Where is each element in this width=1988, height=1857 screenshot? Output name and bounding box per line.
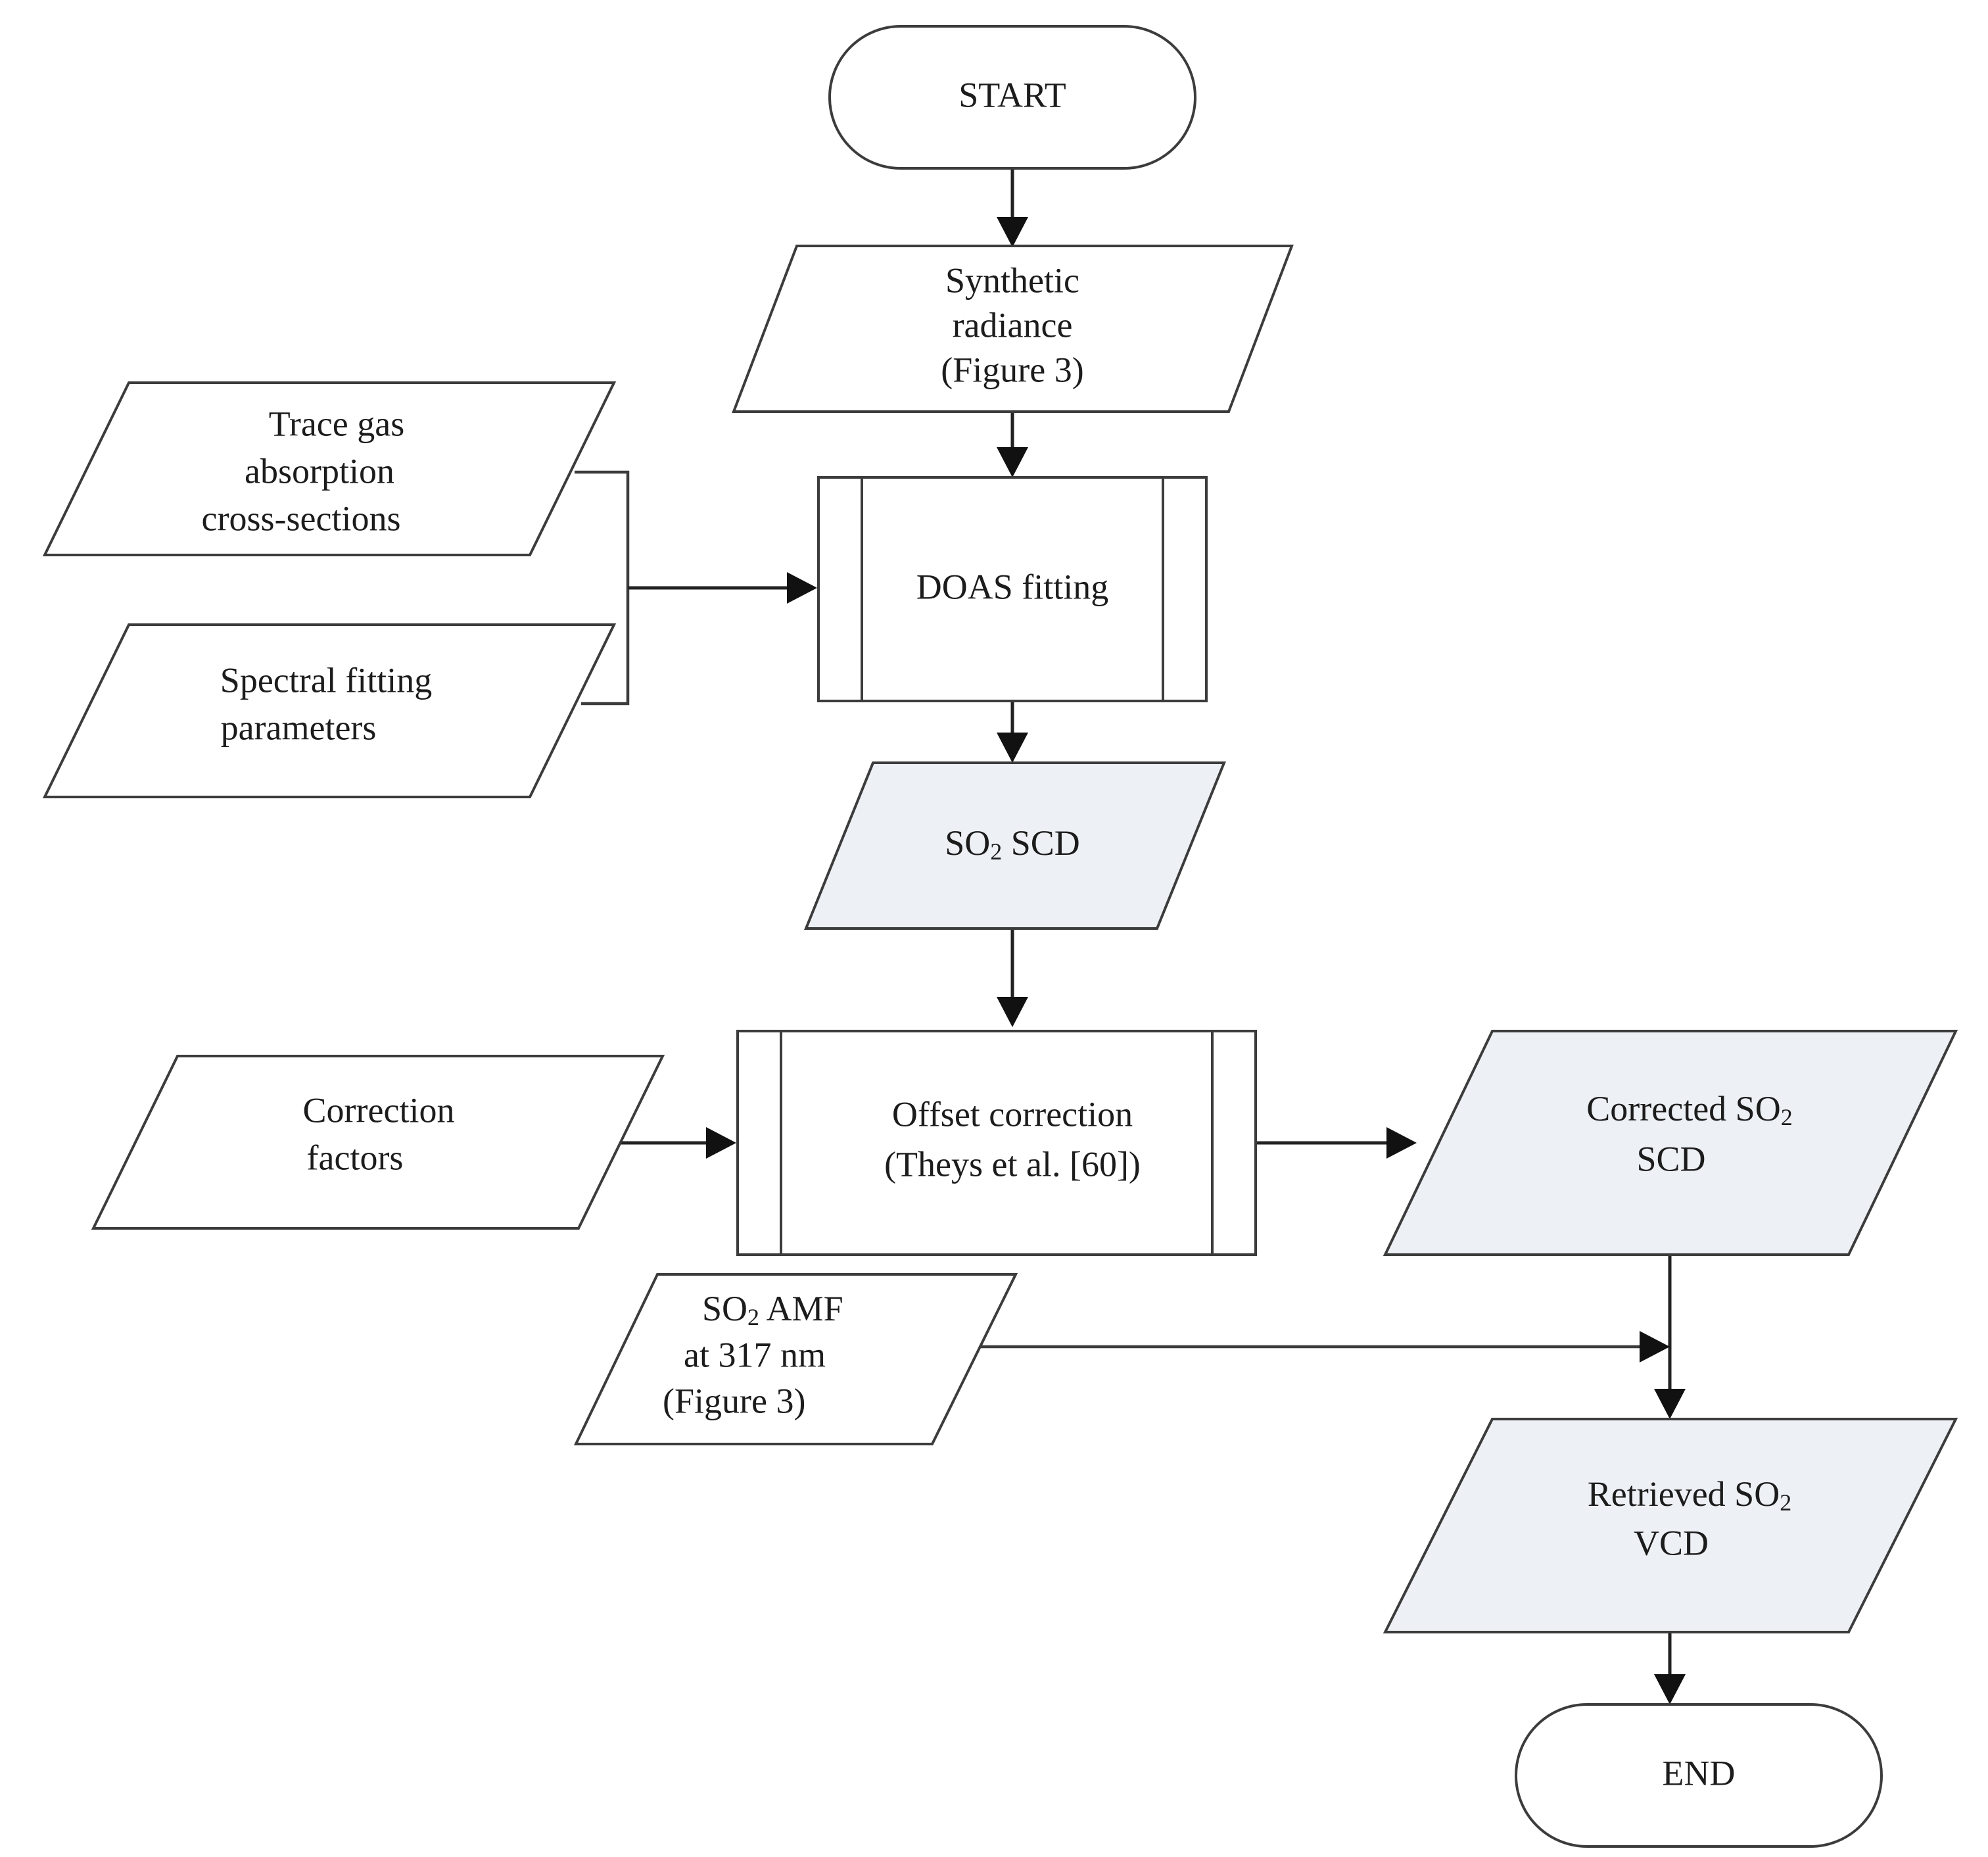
so2-scd-label-sub: 2 xyxy=(990,838,1002,865)
doas-fitting-shape xyxy=(817,476,1208,702)
offset-correction-shape xyxy=(736,1030,1257,1256)
end-label: END xyxy=(1663,1753,1736,1793)
so2-scd-label-rest: SCD xyxy=(1002,823,1080,863)
node-so2-amf[interactable]: SO2 AMF at 317 nm (Figure 3) xyxy=(573,1273,1018,1445)
retrieved-so2-vcd-line1-sub: 2 xyxy=(1780,1489,1791,1516)
node-offset-correction[interactable]: Offset correction (Theys et al. [60]) xyxy=(736,1030,1257,1256)
synthetic-radiance-line3: (Figure 3) xyxy=(941,350,1083,389)
edge-offset-correction-to-corrected-so2-scd xyxy=(1256,1127,1417,1159)
trace-gas-line1: Trace gas xyxy=(269,404,404,443)
node-synthetic-radiance[interactable]: Synthetic radiance (Figure 3) xyxy=(732,245,1294,413)
edge-retrieved-so2-vcd-to-end xyxy=(1654,1632,1686,1704)
node-correction-factors[interactable]: Correction factors xyxy=(91,1055,665,1230)
retrieved-so2-vcd-line1: Retrieved SO2 xyxy=(1588,1474,1791,1516)
correction-factors-shape xyxy=(91,1055,665,1230)
start-shape xyxy=(828,25,1196,170)
correction-factors-line1: Correction xyxy=(303,1090,455,1130)
corrected-so2-scd-line1-main: Corrected SO xyxy=(1586,1089,1780,1128)
edge-correction-factors-to-offset-correction xyxy=(615,1127,736,1159)
so2-amf-line1-rest: AMF xyxy=(759,1289,843,1328)
edge-so2-amf-to-join xyxy=(972,1331,1670,1363)
synthetic-radiance-line1: Synthetic xyxy=(945,260,1079,300)
so2-scd-label-main: SO xyxy=(945,823,990,863)
retrieved-so2-vcd-shape xyxy=(1383,1418,1958,1633)
node-so2-scd[interactable]: SO2 SCD xyxy=(804,761,1226,930)
edge-so2-scd-to-offset-correction xyxy=(997,928,1028,1027)
so2-amf-line3: (Figure 3) xyxy=(663,1381,805,1420)
corrected-so2-scd-line2: SCD xyxy=(1636,1139,1705,1178)
synthetic-radiance-line2: radiance xyxy=(953,305,1073,345)
node-start[interactable]: START xyxy=(828,25,1196,170)
start-label: START xyxy=(958,75,1066,114)
corrected-so2-scd-line1-sub: 2 xyxy=(1781,1104,1793,1130)
so2-amf-line1-sub: 2 xyxy=(747,1304,759,1330)
edge-corrected-so2-scd-vertical xyxy=(1654,1255,1686,1419)
offset-correction-line2: (Theys et al. [60]) xyxy=(884,1144,1141,1184)
node-end[interactable]: END xyxy=(1515,1703,1883,1848)
corrected-so2-scd-line1: Corrected SO2 xyxy=(1586,1089,1792,1130)
so2-scd-shape xyxy=(804,761,1226,930)
spectral-fitting-line1: Spectral fitting xyxy=(220,660,432,700)
correction-factors-line2: factors xyxy=(307,1138,404,1177)
edge-inputs-bracket-merge-to-doas-fitting xyxy=(575,470,817,706)
spectral-fitting-line2: parameters xyxy=(221,708,377,747)
trace-gas-line3: cross-sections xyxy=(202,498,401,538)
edge-synthetic-radiance-to-doas-fitting xyxy=(997,412,1028,477)
retrieved-so2-vcd-line2: VCD xyxy=(1634,1523,1709,1562)
edge-start-to-synthetic-radiance xyxy=(997,168,1028,247)
synthetic-radiance-shape xyxy=(732,245,1294,413)
end-shape xyxy=(1515,1703,1883,1848)
doas-fitting-label: DOAS fitting xyxy=(916,567,1109,606)
retrieved-so2-vcd-line1-main: Retrieved SO xyxy=(1588,1474,1780,1514)
so2-amf-line1-main: SO xyxy=(702,1289,747,1328)
node-trace-gas-cross-sections[interactable]: Trace gas absorption cross-sections xyxy=(42,381,617,556)
node-spectral-fitting-parameters[interactable]: Spectral fitting parameters xyxy=(42,623,617,798)
offset-correction-line1: Offset correction xyxy=(892,1094,1133,1134)
node-retrieved-so2-vcd[interactable]: Retrieved SO2 VCD xyxy=(1383,1418,1958,1633)
spectral-fitting-parameters-shape xyxy=(42,623,617,798)
so2-scd-label: SO2 SCD xyxy=(945,823,1080,865)
node-corrected-so2-scd[interactable]: Corrected SO2 SCD xyxy=(1383,1030,1958,1256)
so2-amf-line2: at 317 nm xyxy=(684,1335,826,1374)
trace-gas-line2: absorption xyxy=(245,451,394,491)
edge-doas-fitting-to-so2-scd xyxy=(997,701,1028,763)
corrected-so2-scd-shape xyxy=(1383,1030,1958,1256)
trace-gas-cross-sections-shape xyxy=(42,381,617,556)
so2-amf-line1: SO2 AMF xyxy=(702,1289,843,1330)
so2-amf-shape xyxy=(573,1273,1018,1445)
node-doas-fitting[interactable]: DOAS fitting xyxy=(817,476,1208,702)
